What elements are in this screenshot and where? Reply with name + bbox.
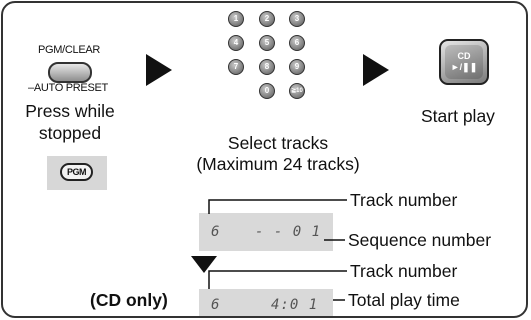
key-8-button[interactable]: 8	[259, 59, 275, 75]
cd-only-label: (CD only)	[90, 290, 168, 310]
display1-track-digit: 6	[211, 224, 221, 240]
arrow-down-icon	[191, 256, 217, 273]
lcd-display-sequence: 6 - - 0 1	[199, 213, 333, 251]
pgm-clear-label: PGM/CLEAR	[37, 44, 101, 56]
cd-play-pause-button[interactable]: CD ►/❚❚	[439, 39, 489, 85]
key-9-button[interactable]: 9	[289, 59, 305, 75]
cd-label: CD	[457, 51, 471, 61]
callout-lines	[208, 199, 347, 301]
total-play-time-label: Total play time	[348, 290, 460, 310]
lcd-display-time: 6 4:0 1	[199, 289, 333, 316]
arrow-right-icon	[363, 54, 389, 86]
select-tracks-caption: Select tracks	[227, 133, 329, 153]
stopped-caption: stopped	[38, 123, 102, 143]
key-6-button[interactable]: 6	[289, 35, 305, 51]
start-play-caption: Start play	[421, 106, 495, 126]
key-10plus-button[interactable]: ≧10	[289, 83, 305, 99]
display2-track-digit: 6	[211, 297, 221, 313]
pgm-indicator-display: PGM	[47, 156, 107, 190]
display2-time-value: 4:0 1	[271, 297, 319, 313]
key-5-button[interactable]: 5	[259, 35, 275, 51]
play-pause-icon: ►/❚❚	[450, 62, 478, 72]
pgm-clear-button[interactable]	[48, 62, 92, 83]
key-1-button[interactable]: 1	[228, 11, 244, 27]
max-tracks-caption: (Maximum 24 tracks)	[196, 154, 360, 174]
key-2-button[interactable]: 2	[259, 11, 275, 27]
key-0-button[interactable]: 0	[259, 83, 275, 99]
display2-track-number-label: Track number	[350, 261, 458, 281]
arrow-right-icon	[146, 54, 172, 86]
display1-track-number-label: Track number	[350, 190, 458, 210]
sequence-number-label: Sequence number	[348, 230, 492, 250]
pgm-indicator: PGM	[60, 163, 93, 181]
key-4-button[interactable]: 4	[228, 35, 244, 51]
key-7-button[interactable]: 7	[228, 59, 244, 75]
display1-sequence-value: - - 0 1	[255, 224, 322, 240]
key-3-button[interactable]: 3	[289, 11, 305, 27]
auto-preset-label: –AUTO PRESET	[28, 82, 108, 94]
press-while-caption: Press while	[25, 101, 115, 121]
